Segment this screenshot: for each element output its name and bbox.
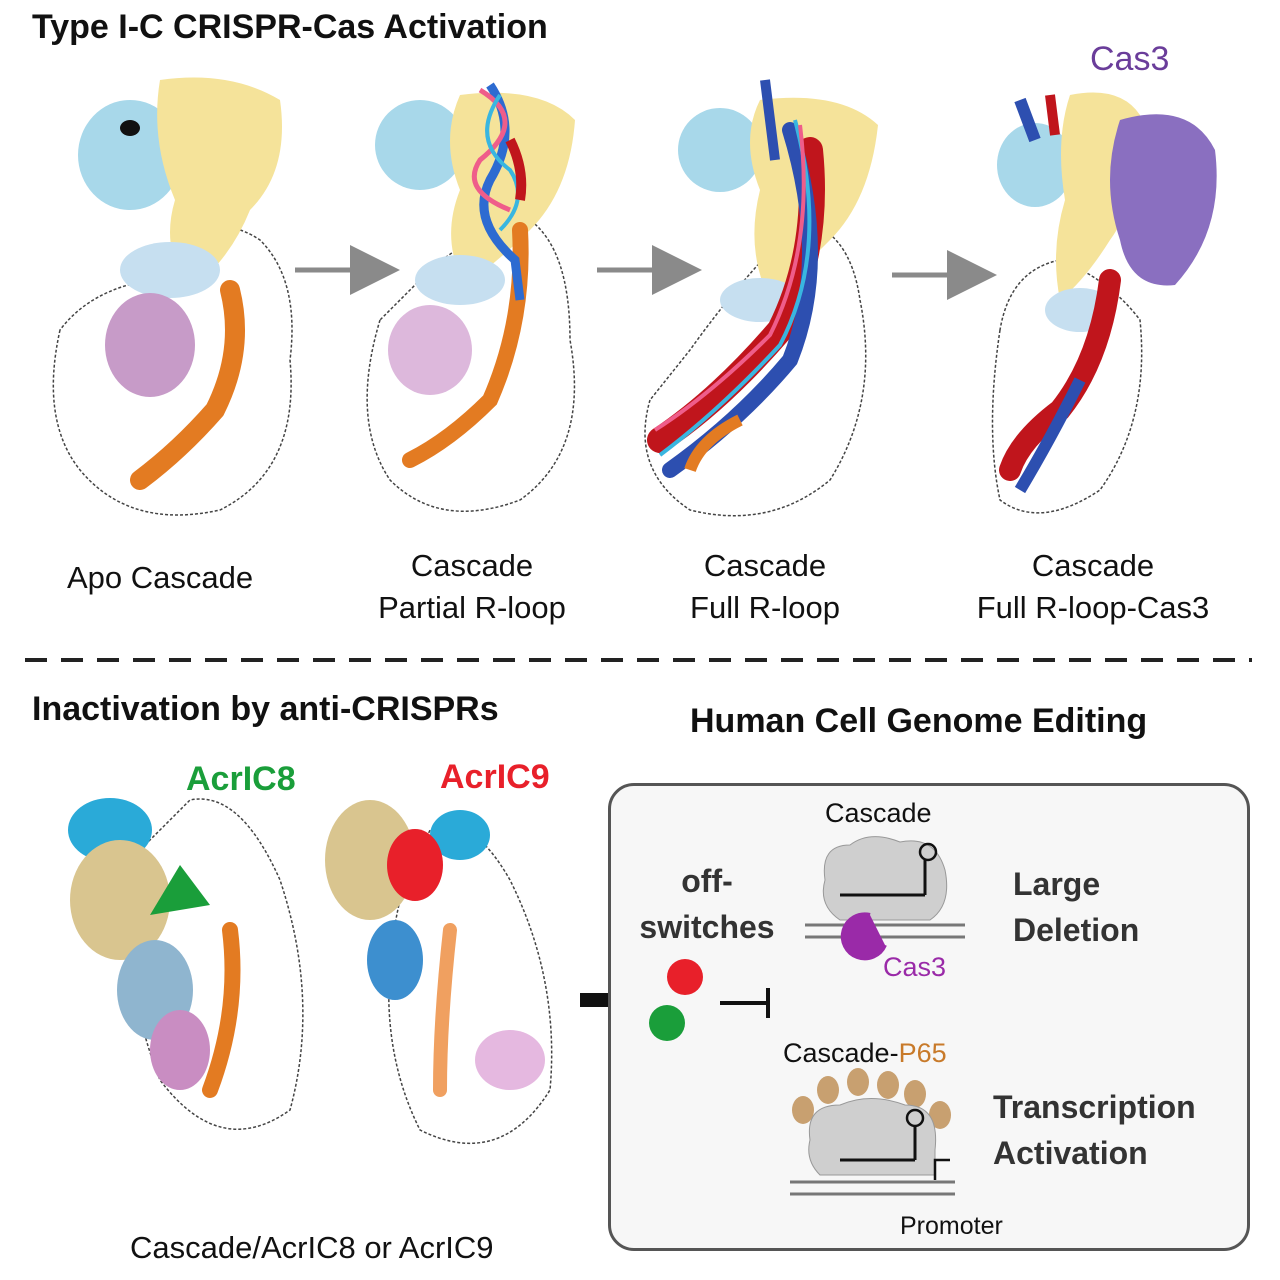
genome-editing-title: Human Cell Genome Editing — [690, 702, 1148, 740]
apo-cascade-structure — [52, 77, 293, 516]
cascade-acric9-structure — [325, 800, 553, 1145]
state-label-line: Full R-loop-Cas3 — [976, 590, 1210, 625]
cascade-p65-prefix: Cascade- — [783, 1038, 899, 1068]
off-switches-label: off-switches — [632, 858, 782, 950]
cascade-cas3-schematic — [805, 836, 965, 961]
transcription-line: Transcription — [993, 1089, 1196, 1125]
promoter-label: Promoter — [900, 1212, 1003, 1240]
acr-caption: Cascade/AcrIC8 or AcrIC9 — [130, 1230, 494, 1265]
cas3-label: Cas3 — [1090, 40, 1170, 78]
acric9-dot-icon — [667, 959, 703, 995]
state-label-line: Apo Cascade — [66, 560, 254, 595]
cascade-p65-label: Cascade-P65 — [783, 1038, 947, 1069]
activation-title: Type I-C CRISPR-Cas Activation — [32, 8, 548, 46]
state-label-apo: Apo Cascade — [40, 557, 280, 599]
state-label-line: Cascade — [410, 548, 534, 583]
p65-label: P65 — [898, 1038, 947, 1068]
full-rloop-structure — [644, 79, 878, 517]
partial-rloop-structure — [366, 82, 576, 512]
promoter-arrow-icon — [933, 1158, 950, 1180]
cascade-acric8-structure — [68, 798, 304, 1130]
large-deletion-line: Large — [1013, 866, 1101, 902]
inactivation-title: Inactivation by anti-CRISPRs — [32, 690, 499, 728]
transcription-line: Activation — [993, 1135, 1148, 1171]
state-label-line: Full R-loop — [690, 590, 840, 625]
cascade-label: Cascade — [825, 798, 932, 828]
full-rloop-cas3-structure — [991, 92, 1217, 514]
acric9-label: AcrIC9 — [440, 758, 550, 796]
cas3-box-label: Cas3 — [883, 952, 947, 982]
acric8-dot-icon — [649, 1005, 685, 1041]
cascade-p65-schematic — [790, 1068, 955, 1196]
large-deletion-line: Deletion — [1013, 912, 1140, 948]
state-label-line: Cascade — [1031, 548, 1155, 583]
acric8-label: AcrIC8 — [186, 760, 296, 798]
off-switches-line: switches — [639, 909, 775, 945]
off-switches-line: off- — [681, 863, 733, 899]
inhibit-icon — [720, 988, 770, 1018]
state-label-line: Cascade — [703, 548, 827, 583]
state-label-line: Partial R-loop — [378, 590, 566, 625]
